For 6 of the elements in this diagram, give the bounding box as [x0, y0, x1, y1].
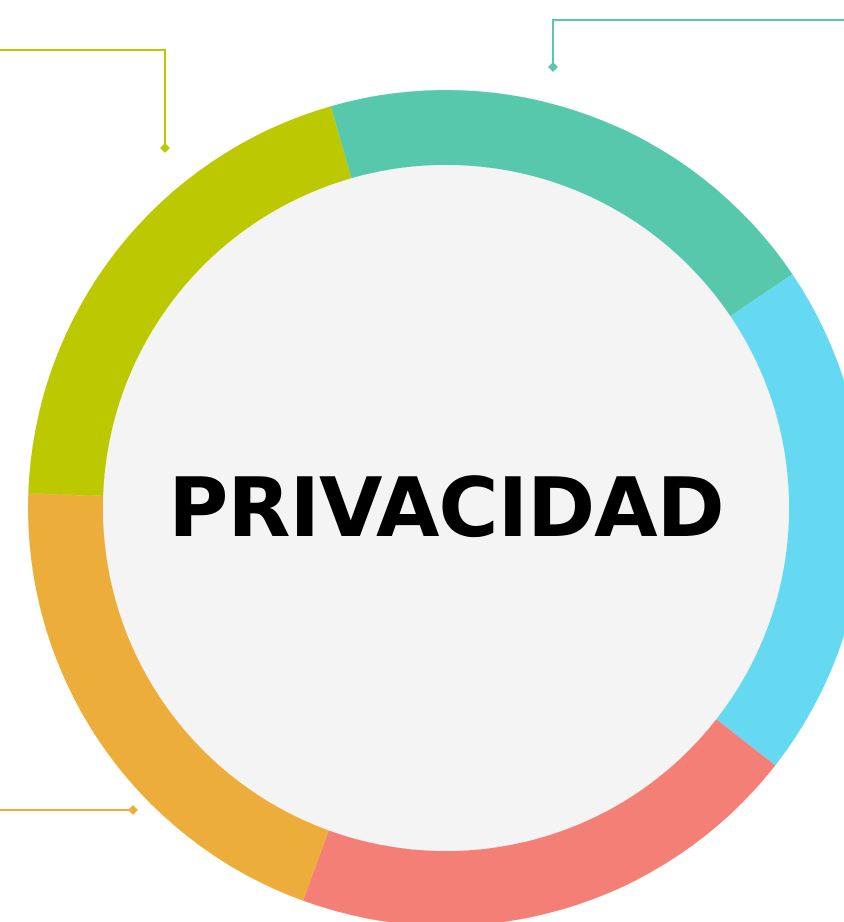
leader-line	[548, 19, 844, 72]
ring-segment	[330, 90, 793, 316]
center-title: PRIVACIDAD	[168, 460, 724, 556]
leader-line	[0, 805, 138, 815]
ring-segment	[303, 719, 776, 922]
leader-line	[0, 49, 170, 153]
